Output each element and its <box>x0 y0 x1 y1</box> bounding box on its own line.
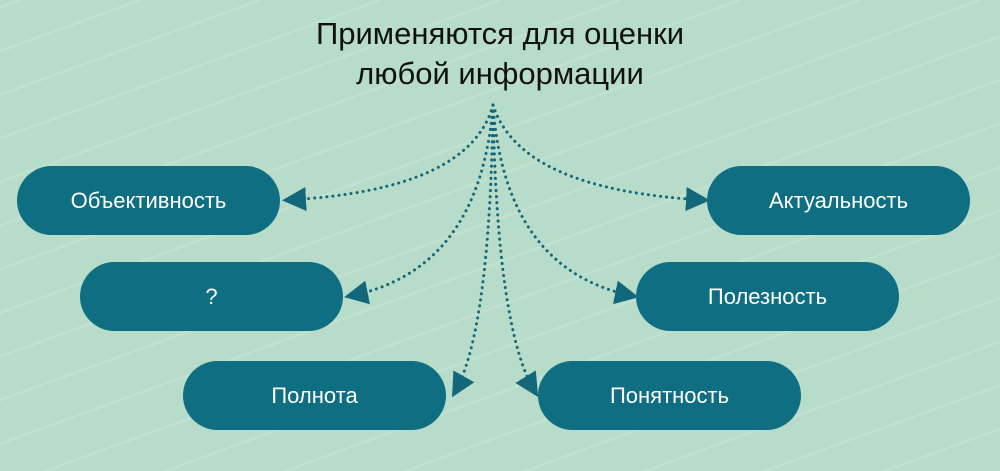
pill-label: Полнота <box>271 382 358 408</box>
arrow-to-objectivity <box>282 103 495 211</box>
arrow-to-unknown <box>344 103 495 305</box>
arrow-to-completeness <box>452 103 495 398</box>
property-relevance: Актуальность <box>707 166 970 235</box>
property-completeness: Полнота <box>183 361 446 430</box>
title-line-1: Применяются для оценки <box>315 16 685 51</box>
property-unknown: ? <box>80 262 343 331</box>
diagram-title: Применяются для оценки любой информации <box>0 14 1000 94</box>
arrow-to-usefulness <box>491 103 639 305</box>
pill-label: ? <box>205 283 218 309</box>
property-clarity: Понятность <box>538 361 801 430</box>
property-usefulness: Полезность <box>636 262 899 331</box>
title-line-2: любой информации <box>356 56 644 91</box>
arrow-to-relevance <box>491 103 710 212</box>
arrow-to-clarity <box>491 103 539 398</box>
pill-label: Полезность <box>707 283 828 309</box>
pill-label: Объективность <box>70 187 227 213</box>
pill-label: Понятность <box>609 382 730 408</box>
pill-label: Актуальность <box>768 187 909 213</box>
property-objectivity: Объективность <box>17 166 280 235</box>
